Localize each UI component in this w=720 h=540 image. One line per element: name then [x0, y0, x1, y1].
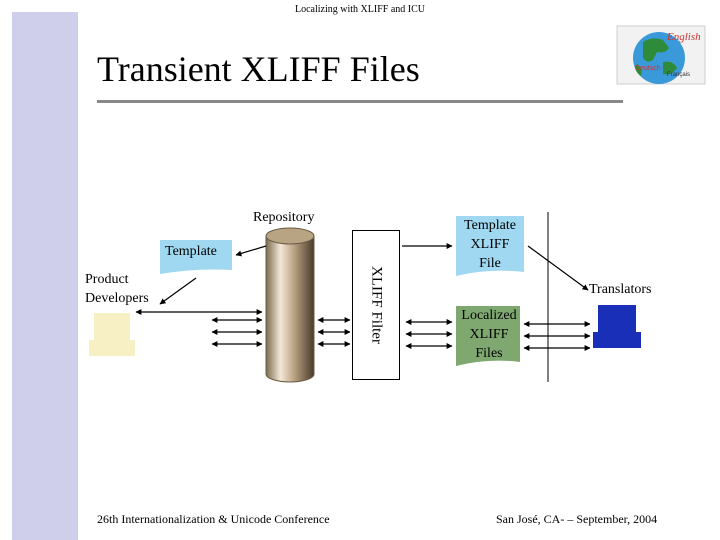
arrow-repo-to-template — [235, 245, 267, 257]
arrow-template-xliff-to-translators — [527, 245, 589, 291]
logo-word-english: English — [666, 31, 701, 43]
developer-terminal — [89, 313, 135, 356]
template-xliff-label-line1: Template — [464, 218, 516, 233]
translators-label: Translators — [589, 282, 652, 297]
slide-header: Localizing with XLIFF and ICU — [295, 4, 425, 15]
product-developers-label: Product Developers — [85, 270, 149, 308]
xliff-filter-box: XLIFF Filter — [352, 230, 400, 380]
localized-xliff-label-line1: Localized — [461, 308, 517, 323]
repository-cylinder — [265, 227, 315, 383]
template-xliff-label-line3: File — [479, 256, 501, 271]
template-xliff-label: Template XLIFF File — [456, 216, 524, 273]
product-developers-label-line2: Developers — [85, 291, 149, 306]
localized-xliff-label-line2: XLIFF — [469, 327, 509, 342]
footer-conference: 26th Internationalization & Unicode Conf… — [97, 512, 330, 526]
footer-location-date: San José, CA- – September, 2004 — [496, 512, 658, 526]
logo-word-francais: Français — [667, 72, 690, 78]
template-document — [160, 240, 232, 274]
logo-word-deutsch: Deutsch — [635, 65, 661, 72]
left-accent-bar — [12, 12, 78, 540]
slide-title: Transient XLIFF Files — [97, 49, 420, 89]
product-developers-label-line1: Product — [85, 272, 129, 287]
localized-xliff-document — [456, 306, 520, 366]
repository-label: Repository — [253, 210, 315, 225]
title-divider — [97, 100, 623, 103]
globe-logo-icon: English Deutsch Français — [616, 25, 706, 85]
localized-xliff-label-line3: Files — [475, 346, 503, 361]
translator-terminal — [593, 305, 641, 348]
arrow-template-to-developers — [159, 277, 197, 305]
xliff-filter-label: XLIFF Filter — [368, 266, 385, 344]
template-xliff-document — [456, 216, 524, 276]
template-xliff-label-line2: XLIFF — [470, 237, 510, 252]
template-label: Template — [165, 244, 217, 259]
localized-xliff-label: Localized XLIFF Files — [454, 306, 524, 363]
